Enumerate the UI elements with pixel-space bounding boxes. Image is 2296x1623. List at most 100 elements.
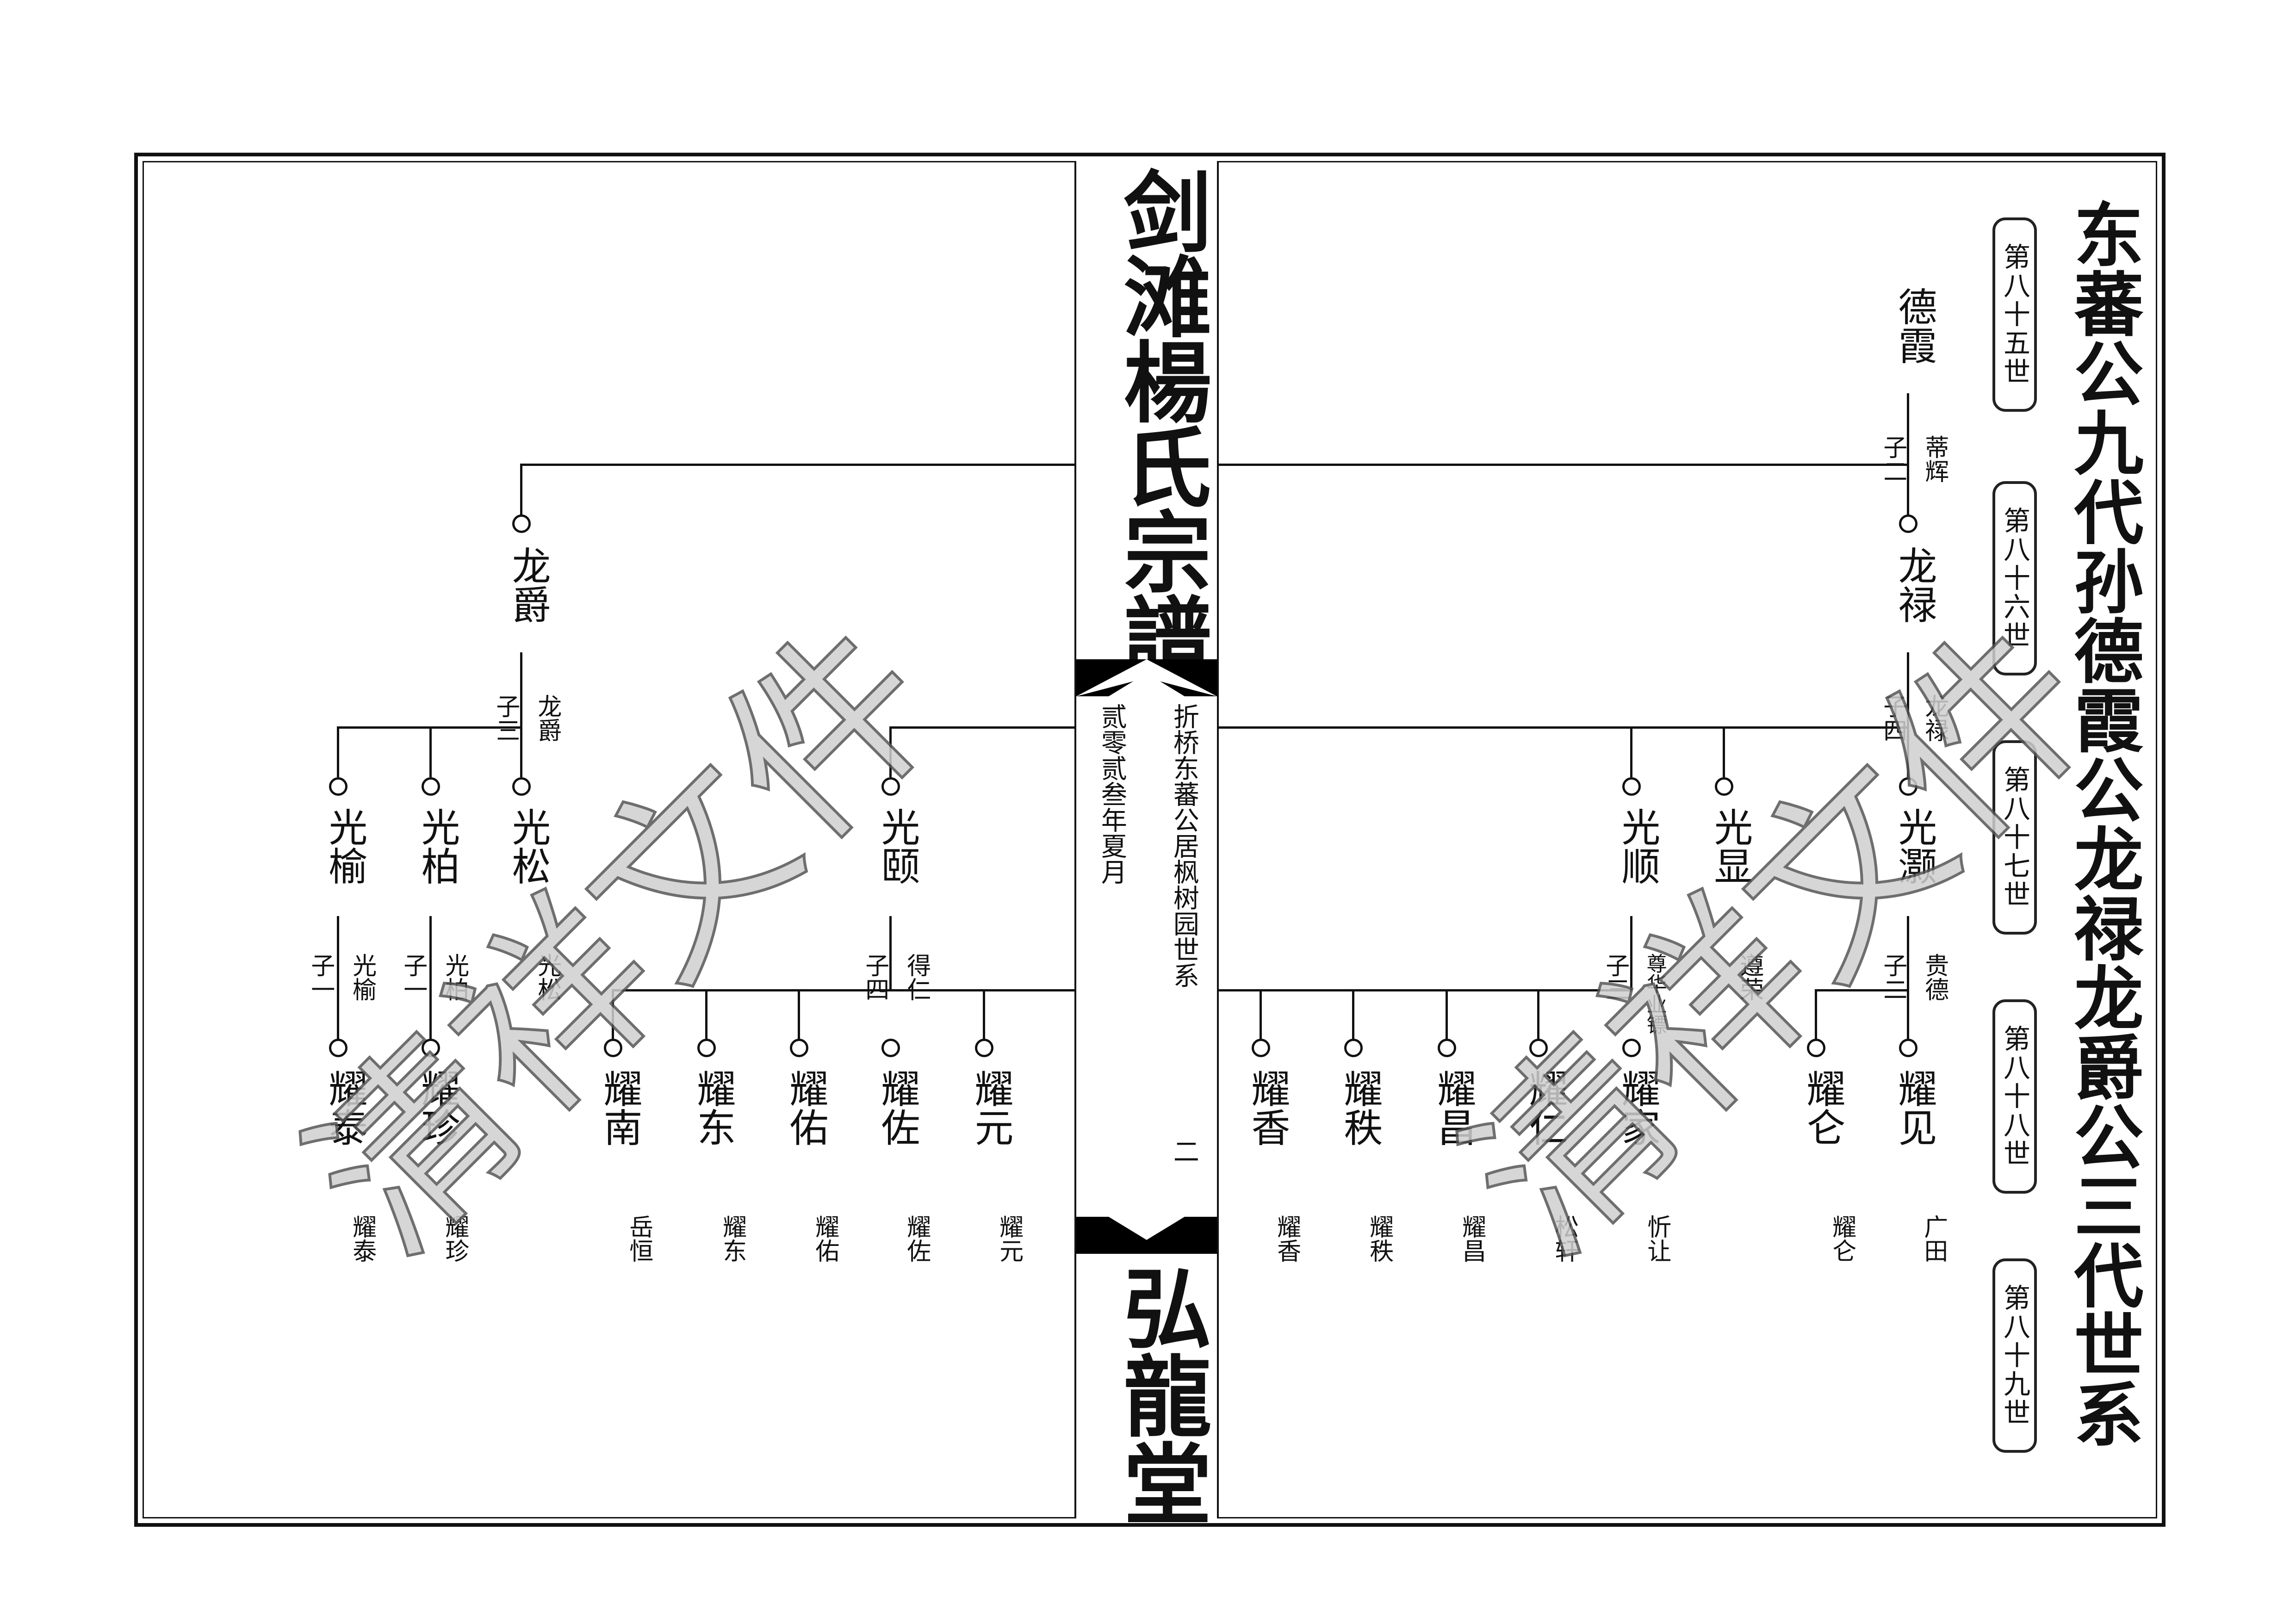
connector — [520, 464, 1074, 466]
person-note: 耀秩 — [1365, 1214, 1393, 1263]
person-name: 光颐 — [875, 807, 920, 885]
person-node — [604, 1039, 622, 1057]
person-note: 松轩 — [1550, 1214, 1578, 1263]
person-name: 耀珍 — [415, 1069, 460, 1146]
spine-subtitle: 折桥东蕃公居枫树园世系 — [1169, 703, 1199, 988]
person-name: 耀泰 — [323, 1069, 368, 1146]
person-name: 光柏 — [415, 807, 460, 885]
person-note: 龙爵 — [533, 694, 561, 742]
connector — [337, 726, 339, 777]
connector — [798, 989, 800, 1041]
connector — [1723, 726, 1725, 777]
connector — [889, 726, 892, 777]
connector — [1815, 989, 1908, 991]
person-note: 子一 — [399, 953, 427, 1001]
person-node — [1344, 1039, 1363, 1057]
person-name: 光顺 — [1615, 807, 1661, 885]
person-note: 光柏 — [441, 953, 469, 1001]
person-note: 耀仑 — [1828, 1214, 1856, 1263]
person-note: 子三 — [491, 694, 520, 742]
person-name: 耀家 — [1615, 1069, 1661, 1146]
person-node — [697, 1039, 716, 1057]
person-note: 耀昌 — [1458, 1214, 1486, 1263]
person-note: 龙禄 — [1920, 694, 1948, 742]
connector — [429, 726, 432, 777]
connector — [983, 989, 985, 1041]
person-note: 广田 — [1919, 1214, 1948, 1263]
generation-badge: 第八十八世 — [1992, 999, 2037, 1194]
person-note: 子四 — [861, 953, 889, 1001]
person-note: 子四 — [1879, 694, 1907, 742]
person-node — [422, 1039, 440, 1057]
person-name: 耀昌 — [1431, 1069, 1477, 1146]
person-node — [1899, 514, 1917, 533]
connector — [612, 989, 1074, 991]
connector — [1537, 989, 1539, 1041]
person-node — [1252, 1039, 1270, 1057]
person-note: 忻让 — [1643, 1214, 1671, 1263]
spine-column — [1074, 161, 1219, 1518]
person-node — [1807, 1039, 1825, 1057]
person-node — [1899, 1039, 1917, 1057]
person-note: 遵荣 — [1735, 953, 1763, 1001]
connector — [1630, 726, 1632, 777]
person-note: 岳恒 — [625, 1214, 653, 1263]
person-note: 子二 — [1879, 435, 1907, 483]
person-node — [1622, 1039, 1641, 1057]
person-name: 光松 — [506, 807, 551, 885]
person-name: 龙爵 — [506, 546, 551, 624]
spine-band-top — [1076, 659, 1217, 696]
connector — [520, 652, 522, 726]
person-note: 子三 — [1601, 953, 1629, 1001]
person-name: 耀佑 — [783, 1069, 829, 1146]
generation-badge: 第八十七世 — [1992, 740, 2037, 935]
person-note: 光松 — [533, 953, 561, 1001]
person-note: 耀珍 — [441, 1214, 469, 1263]
person-name: 耀南 — [597, 1069, 643, 1146]
connector — [1219, 726, 1908, 729]
person-note: 子二 — [1879, 953, 1907, 1001]
connector — [1907, 652, 1909, 777]
person-name: 光显 — [1708, 807, 1753, 885]
person-node — [881, 777, 900, 796]
connector — [1352, 989, 1354, 1041]
person-name: 龙禄 — [1892, 546, 1937, 624]
person-note: 耀香 — [1272, 1214, 1301, 1263]
person-name: 光灏 — [1892, 807, 1937, 885]
person-name: 耀佐 — [875, 1069, 920, 1146]
connector — [1219, 989, 1632, 991]
person-node — [1438, 1039, 1456, 1057]
connector — [612, 989, 614, 1041]
generation-badge: 第八十六世 — [1992, 481, 2037, 675]
connector — [1260, 989, 1262, 1041]
person-node — [790, 1039, 808, 1057]
person-name: 耀仁 — [1523, 1069, 1568, 1146]
connector — [520, 726, 522, 777]
person-name: 光榆 — [323, 807, 368, 885]
person-node — [512, 777, 531, 796]
connector — [1907, 916, 1909, 1041]
person-note: 耀佐 — [902, 1214, 931, 1263]
connector — [429, 916, 432, 1041]
person-note: 耀泰 — [348, 1214, 376, 1263]
person-node — [1899, 777, 1917, 796]
spine-bottom-title: 弘龍堂 — [1109, 1263, 1212, 1527]
person-name: 耀香 — [1245, 1069, 1291, 1146]
person-node — [1529, 1039, 1548, 1057]
person-note: 贵德 — [1920, 953, 1948, 1001]
person-note: 得仁 — [902, 953, 931, 1001]
person-node — [1715, 777, 1733, 796]
person-node — [881, 1039, 900, 1057]
page-title: 东蕃公九代孙德霞公龙禄龙爵公三代世系 — [2062, 199, 2144, 1448]
connector — [889, 726, 1074, 729]
person-node — [329, 1039, 348, 1057]
person-name-root: 德霞 — [1892, 287, 1937, 365]
connector — [520, 464, 522, 518]
outer-border — [134, 153, 2166, 1527]
person-name: 耀仑 — [1800, 1069, 1846, 1146]
person-note: 耀佑 — [811, 1214, 839, 1263]
spine-top-title: 剑滩楊氏宗譜 — [1109, 167, 1212, 677]
person-name: 耀秩 — [1338, 1069, 1383, 1146]
connector — [1815, 989, 1817, 1041]
